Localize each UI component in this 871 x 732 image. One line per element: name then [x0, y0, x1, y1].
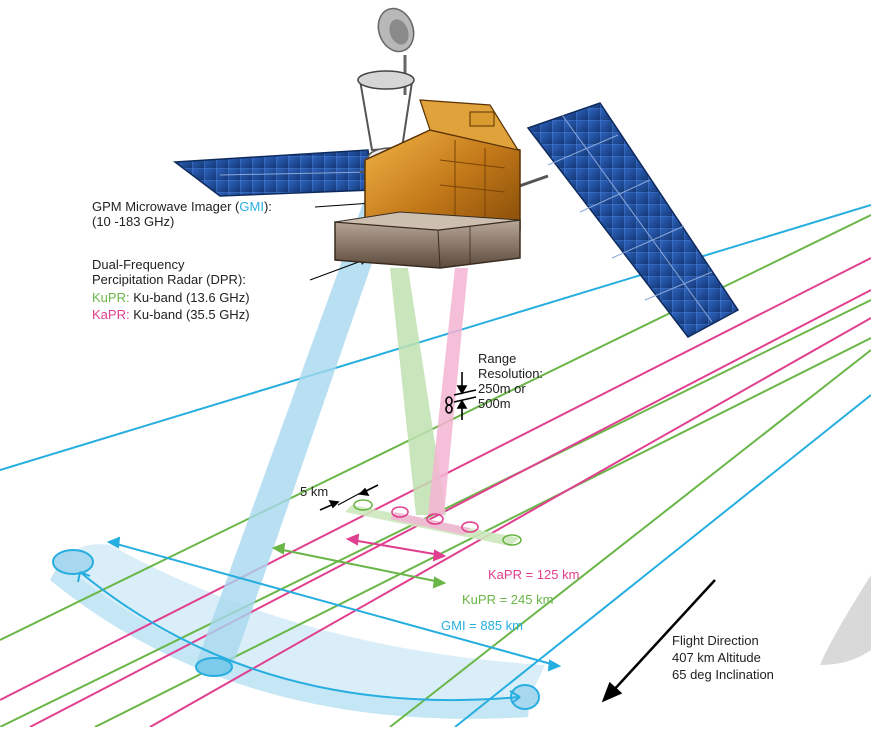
dpr-label-line2: Percipitation Radar (DPR): — [92, 272, 246, 287]
gmi-label-prefix: GPM Microwave Imager ( — [92, 199, 240, 214]
gmi-swath-label: GMI = 885 km — [441, 618, 523, 633]
gmi-width-arrow — [106, 536, 562, 672]
kapr-swath-label: KaPR = 125 km — [488, 567, 580, 582]
range-label-line1: Range — [478, 351, 517, 366]
kapr-width-arrow — [345, 533, 447, 562]
kapr-label: KaPR: Ku-band (35.5 GHz) — [92, 307, 250, 322]
kapr-band-text: Ku-band (35.5 GHz) — [129, 307, 250, 322]
gmi-label-suffix: ): — [263, 199, 272, 214]
dpr-leader-line — [309, 259, 365, 281]
kupr-prefix: KuPR: — [92, 290, 130, 305]
kupr-width-arrow — [271, 542, 447, 589]
dpr-footprints — [345, 499, 522, 546]
gmi-label-line1: GPM Microwave Imager (GMI): — [92, 199, 272, 214]
left-solar-panel — [172, 149, 395, 197]
kupr-label: KuPR: Ku-band (13.6 GHz) — [92, 290, 250, 305]
right-solar-panel — [507, 102, 740, 338]
gmi-abbr: GMI — [239, 199, 264, 214]
flight-direction-arrow — [601, 579, 716, 703]
flight-direction-label: Flight Direction — [672, 633, 759, 648]
kapr-beam — [428, 268, 468, 515]
gmi-leader-line — [314, 202, 373, 208]
gmi-footprint — [195, 657, 233, 677]
gmi-scan-arc — [52, 549, 540, 710]
range-resolution-marker — [445, 372, 477, 420]
gmi-beam — [196, 178, 400, 668]
gmi-ground-swath — [50, 544, 545, 719]
five-km-label: 5 km — [300, 484, 329, 499]
five-km-marker — [319, 484, 379, 511]
dpr-label-line1: Dual-Frequency — [92, 257, 185, 272]
altitude-label: 407 km Altitude — [672, 650, 761, 665]
kapr-prefix: KaPR: — [92, 307, 130, 322]
range-label-line3: 250m or — [478, 381, 526, 396]
kupr-swath-label: KuPR = 245 km — [462, 592, 554, 607]
range-label-line4: 500m — [478, 396, 511, 411]
kupr-band-text: Ku-band (13.6 GHz) — [129, 290, 250, 305]
gmi-swath-lines — [0, 204, 871, 728]
inclination-label: 65 deg Inclination — [672, 667, 774, 682]
gpm-satellite — [172, 7, 740, 338]
range-label-line2: Resolution: — [478, 366, 544, 381]
kupr-beam — [390, 268, 446, 515]
page-curl-decoration — [820, 575, 871, 665]
gmi-frequency-range: (10 -183 GHz) — [92, 214, 175, 229]
